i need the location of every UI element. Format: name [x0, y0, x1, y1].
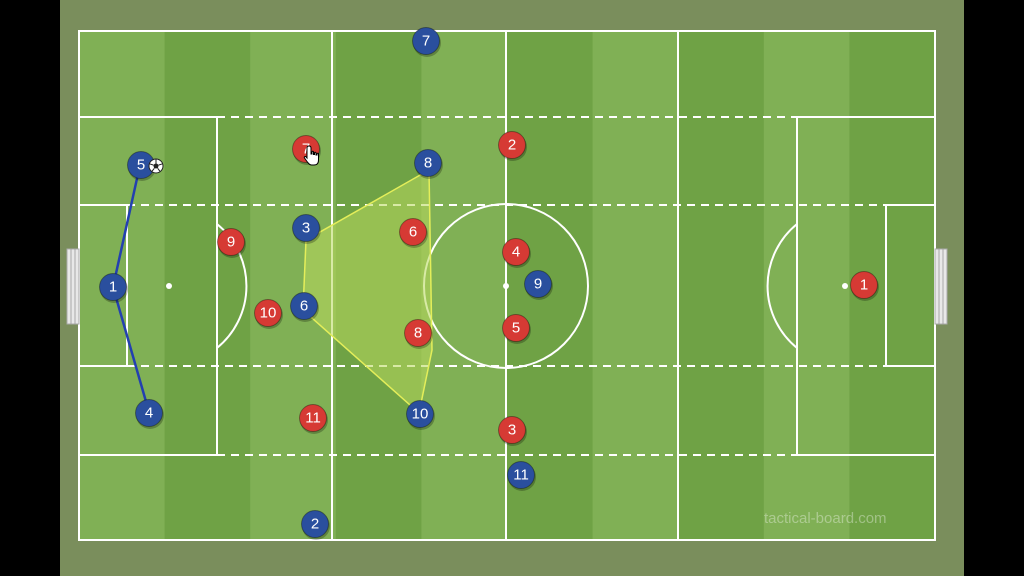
blue-team-player[interactable]: 5: [127, 151, 157, 182]
player-number: 11: [513, 467, 529, 484]
player-number: 9: [227, 234, 235, 251]
grass-stripe: [164, 31, 251, 540]
player-number: 9: [534, 276, 542, 293]
player-number: 4: [145, 405, 153, 422]
right-penalty-spot: [842, 283, 848, 289]
blue-team-player[interactable]: 3: [292, 214, 322, 245]
red-team-player[interactable]: 1: [850, 271, 880, 302]
player-number: 6: [300, 298, 308, 315]
watermark: tactical-board.com: [764, 510, 887, 527]
right-penalty-arc: [766, 223, 798, 349]
red-team-player[interactable]: 2: [498, 131, 528, 162]
left-penalty-spot: [166, 283, 172, 289]
blue-team-player[interactable]: 6: [290, 292, 320, 323]
player-number: 4: [512, 244, 520, 261]
player-number: 10: [260, 305, 277, 322]
hand-pointer-icon: [303, 145, 319, 166]
left-goal: [66, 248, 80, 325]
player-number: 7: [302, 141, 310, 158]
blue-team-player[interactable]: 1: [99, 273, 129, 304]
blue-team-player[interactable]: 9: [524, 270, 554, 301]
player-number: 2: [508, 137, 516, 154]
player-number: 5: [512, 320, 520, 337]
red-team-player[interactable]: 10: [254, 299, 284, 330]
player-number: 1: [109, 279, 117, 296]
red-team-player[interactable]: 8: [404, 319, 434, 350]
grass-stripe: [763, 31, 850, 540]
player-number: 1: [860, 277, 868, 294]
red-team-player[interactable]: 6: [399, 218, 429, 249]
blue-team-player[interactable]: 11: [507, 461, 537, 492]
player-number: 6: [409, 224, 417, 241]
player-number: 5: [137, 157, 145, 174]
red-team-player[interactable]: 5: [502, 314, 532, 345]
blue-team-player[interactable]: 10: [406, 400, 436, 431]
right-goal: [934, 248, 948, 325]
blue-team-player[interactable]: 8: [414, 149, 444, 180]
player-number: 10: [412, 406, 429, 423]
red-team-player[interactable]: 4: [502, 238, 532, 269]
red-team-player[interactable]: 9: [217, 228, 247, 259]
player-number: 3: [508, 422, 516, 439]
player-number: 8: [424, 155, 432, 172]
player-number: 7: [422, 33, 430, 50]
red-team-player[interactable]: 3: [498, 416, 528, 447]
grass-stripe: [592, 31, 679, 540]
red-team-player[interactable]: 11: [299, 404, 329, 435]
player-number: 2: [311, 516, 319, 533]
soccer-ball-icon[interactable]: [148, 158, 164, 174]
blue-team-player[interactable]: 2: [301, 510, 331, 541]
blue-team-player[interactable]: 4: [135, 399, 165, 430]
player-number: 8: [414, 325, 422, 342]
player-number: 3: [302, 220, 310, 237]
player-number: 11: [305, 410, 321, 427]
center-spot: [503, 283, 509, 289]
grass-stripe: [421, 31, 508, 540]
grass-stripe: [678, 31, 765, 540]
blue-team-player[interactable]: 7: [412, 27, 442, 58]
